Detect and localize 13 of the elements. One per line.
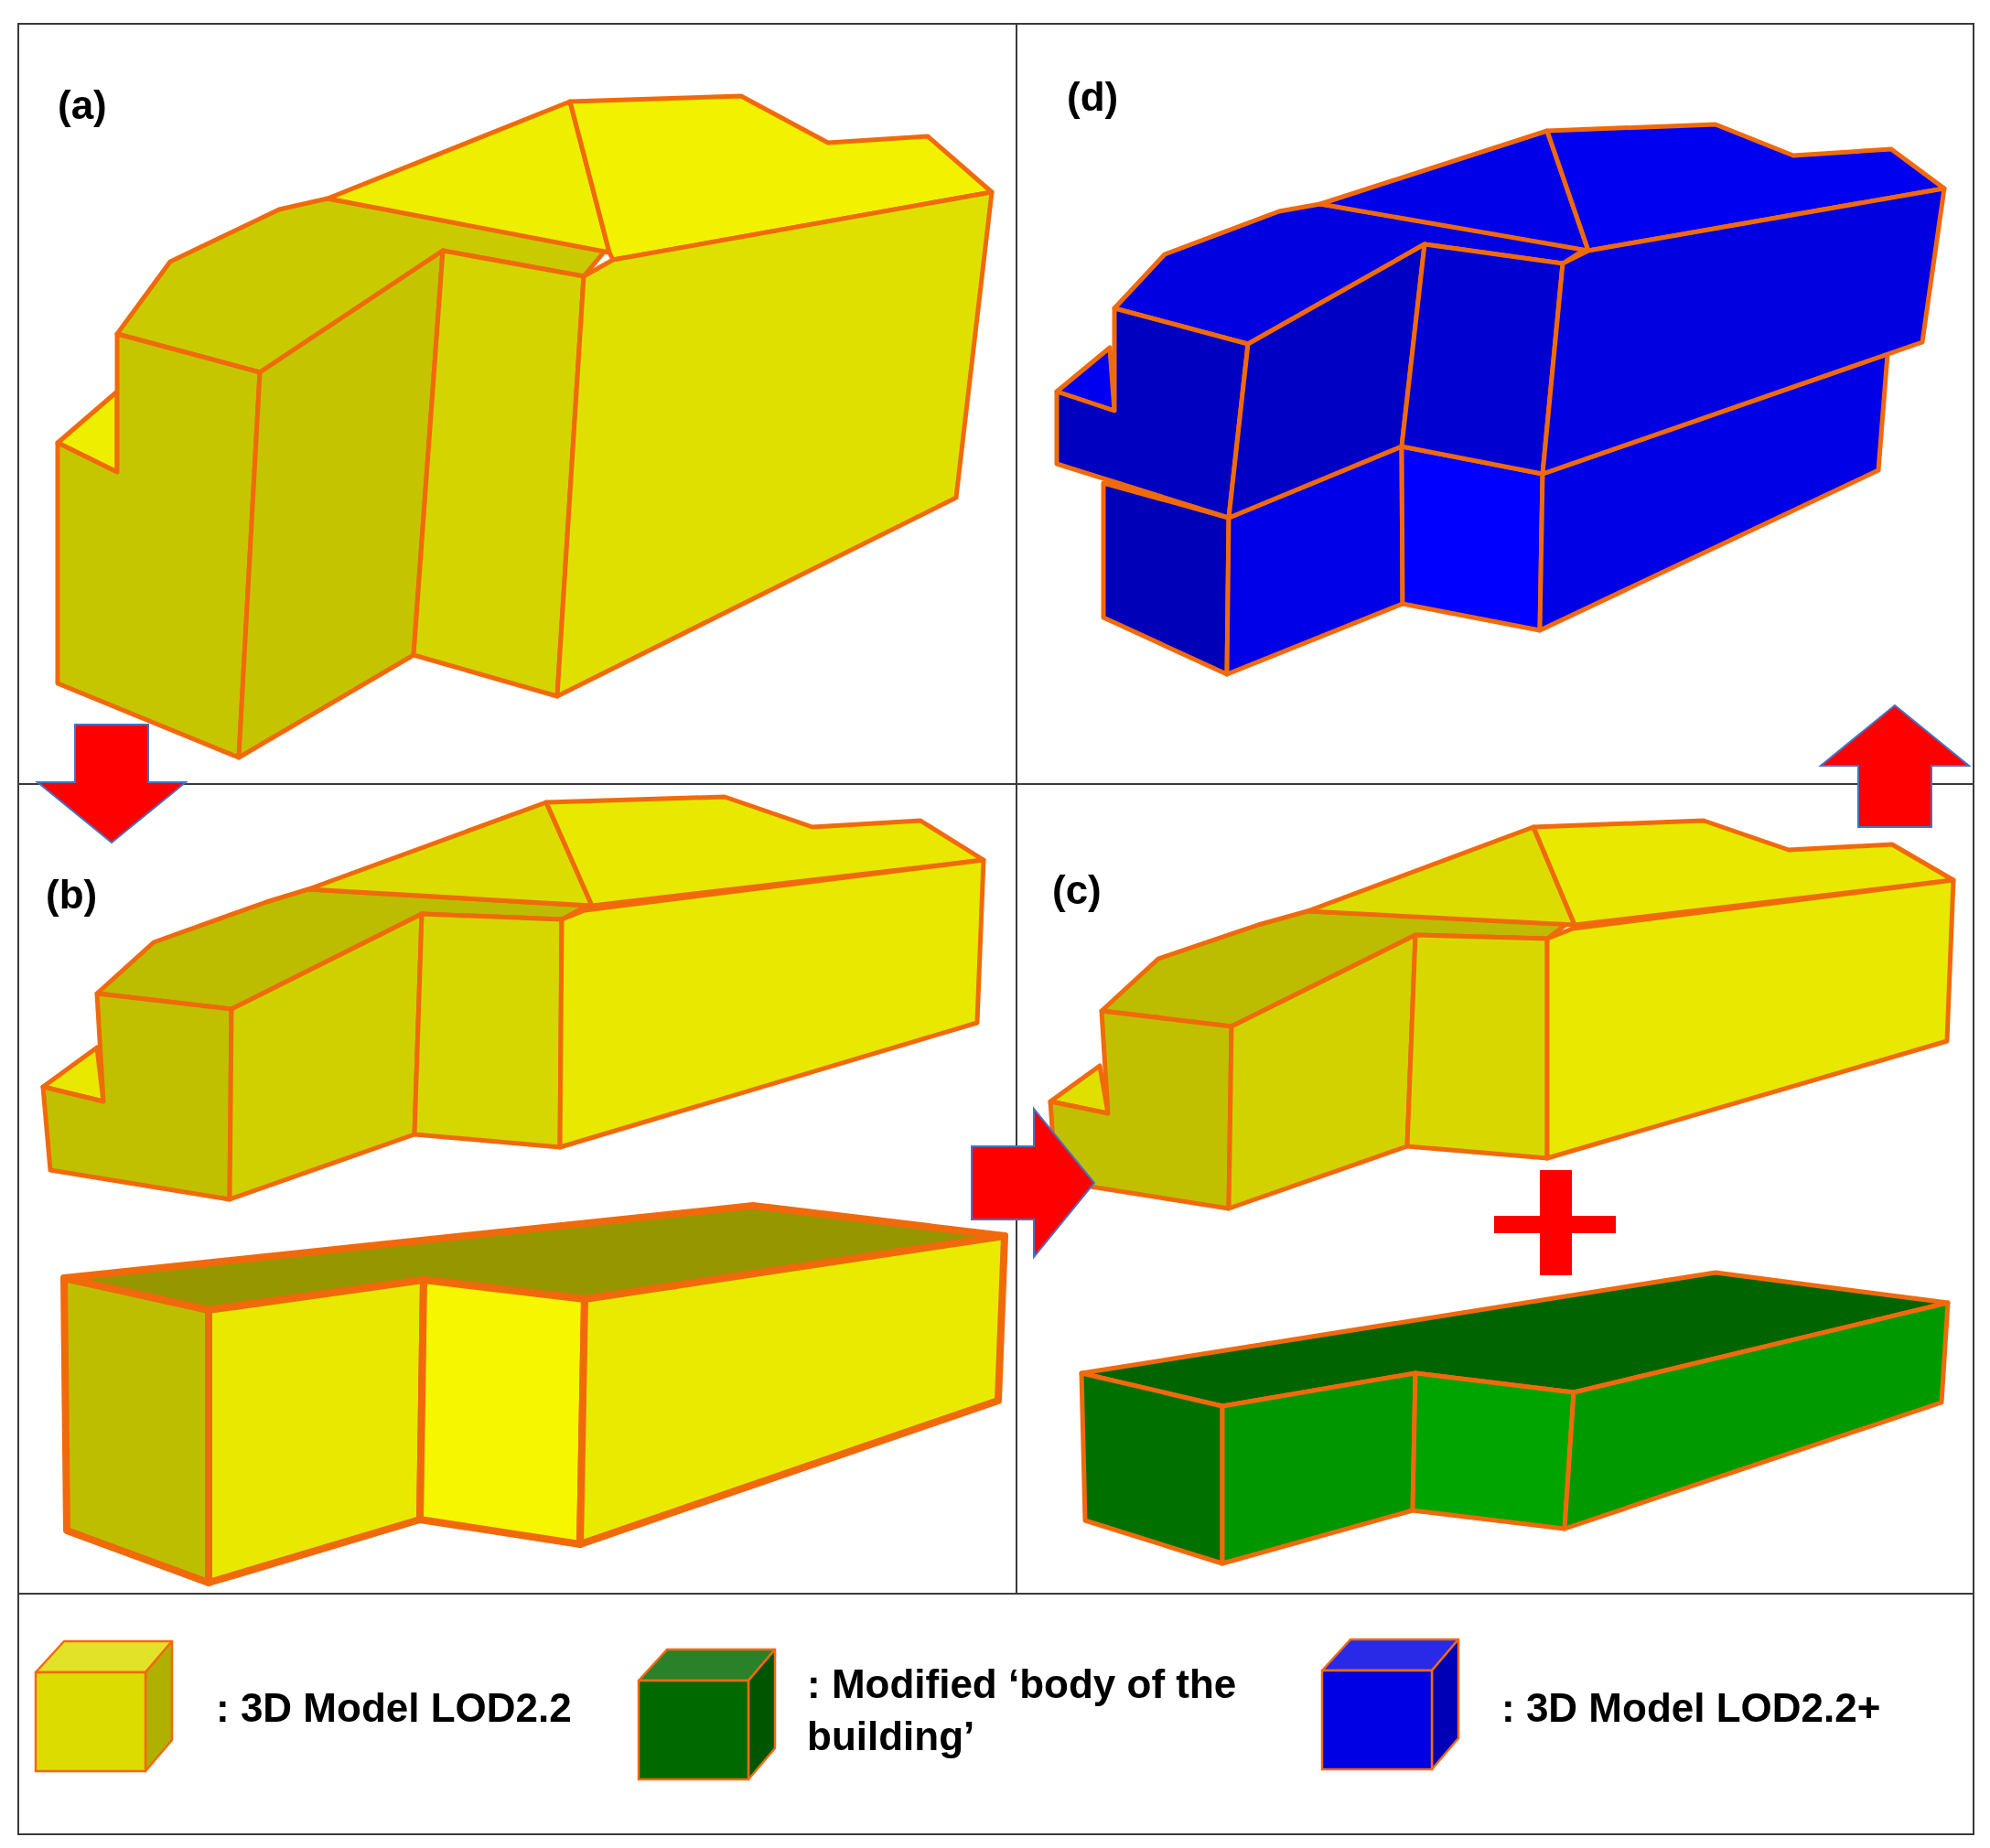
panel-label: (c): [1052, 870, 1102, 910]
figure-panel: [17, 785, 1017, 1595]
block-arrow: [971, 1106, 1096, 1260]
figure-panel: [17, 23, 1017, 785]
block-arrow: [1818, 704, 1972, 828]
panel-label: (a): [58, 85, 107, 125]
legend-label: : 3D Model LOD2.2: [216, 1684, 572, 1732]
panel-label: (d): [1067, 77, 1119, 117]
legend-label: : 3D Model LOD2.2+: [1501, 1684, 1881, 1732]
panel-label: (b): [46, 875, 98, 915]
block-arrow: [35, 724, 188, 844]
figure-panel: [1017, 23, 1974, 785]
legend-label: : Modified ‘body of the building’: [807, 1660, 1238, 1761]
